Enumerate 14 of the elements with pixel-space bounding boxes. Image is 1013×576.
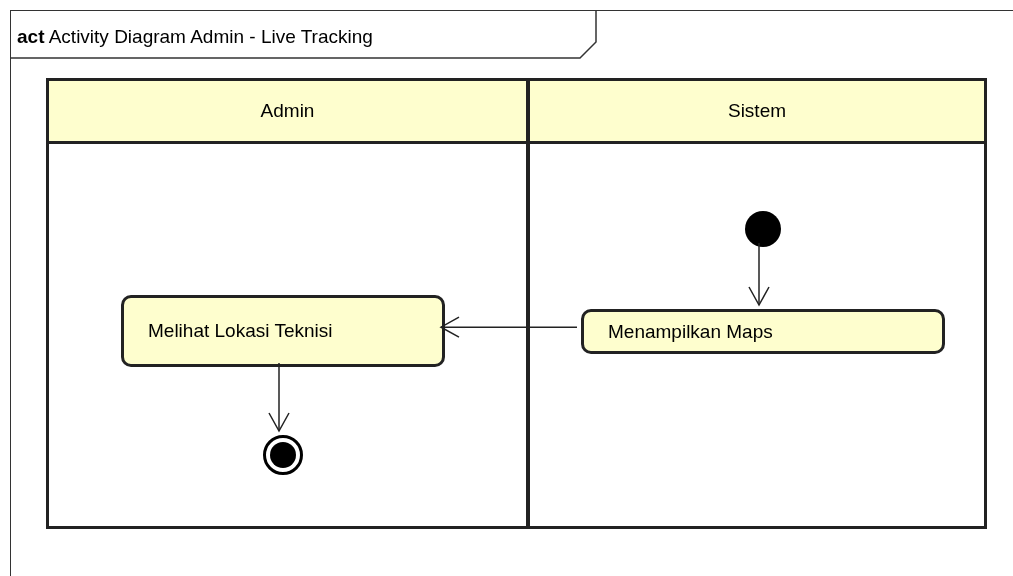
- initial-node: [745, 211, 781, 247]
- diagram-frame: [10, 10, 1013, 576]
- flow-arrow: [440, 316, 578, 338]
- action-label: Melihat Lokasi Teknisi: [148, 319, 333, 344]
- action-label: Menampilkan Maps: [608, 319, 773, 344]
- flow-arrow: [748, 242, 770, 306]
- action-box: [121, 295, 445, 367]
- swimlane: [46, 78, 529, 529]
- frame-title: act Activity Diagram Admin - Live Tracking: [17, 25, 373, 49]
- final-node: [263, 435, 303, 475]
- action-box: [581, 309, 945, 354]
- lane-title: Admin: [260, 98, 315, 123]
- swimlane: [527, 78, 987, 529]
- lane-title: Sistem: [727, 98, 787, 123]
